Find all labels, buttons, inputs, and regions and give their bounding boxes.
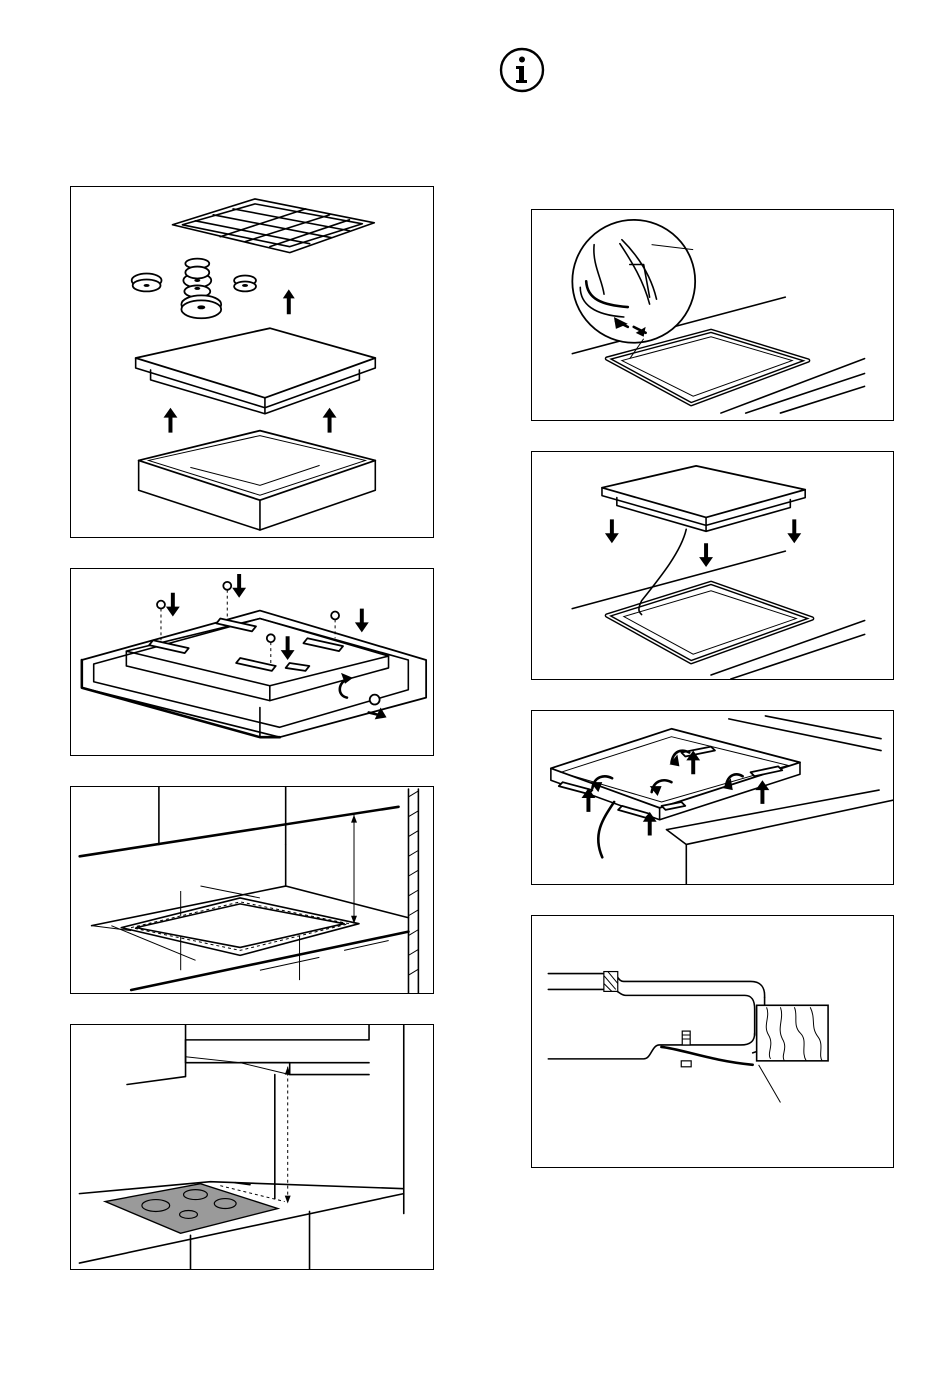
worktop-cutout-illustration [71,787,433,993]
figure-clamp-fastening [531,710,894,885]
bracket-screws-illustration [71,569,433,755]
cross-section-illustration [532,916,893,1167]
hood-clearance-illustration [71,1025,433,1269]
figure-section-detail [531,915,894,1168]
hob-insertion-illustration [532,452,893,679]
figure-cutout-dimensions [70,786,434,994]
figure-hood-clearance [70,1024,434,1270]
figure-seal-application [531,209,894,421]
clamp-fastening-illustration [532,711,893,884]
figure-hob-insertion [531,451,894,680]
gasket-seal-illustration [532,210,893,420]
figure-brackets-screws [70,568,434,756]
info-icon [499,47,545,93]
hob-disassembly-illustration [71,187,433,537]
figure-remove-parts [70,186,434,538]
